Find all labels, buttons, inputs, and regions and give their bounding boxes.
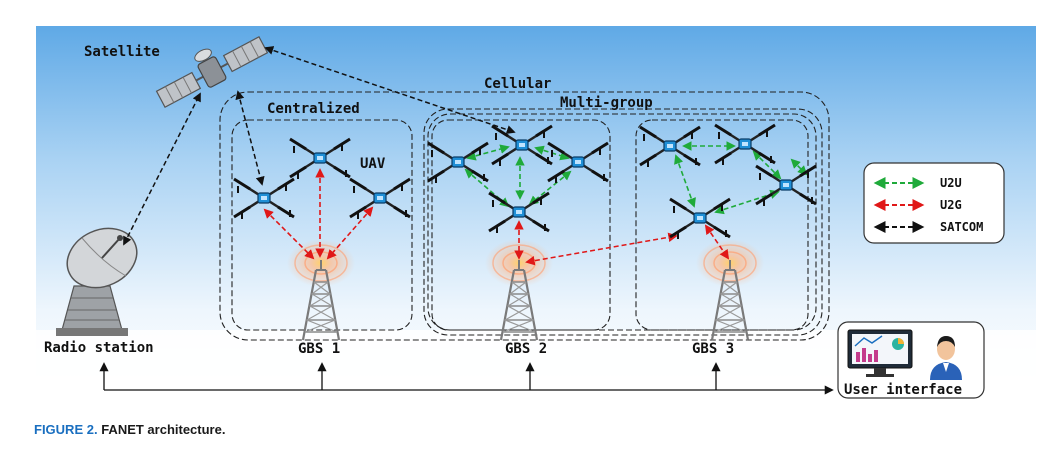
multi-group-label: Multi-group xyxy=(560,95,653,111)
user-interface-label: User interface xyxy=(844,382,962,398)
u2g-links xyxy=(263,168,730,266)
gbs2-label: GBS 2 xyxy=(505,341,547,357)
uav-label: UAV xyxy=(360,156,386,172)
gbs1-label: GBS 1 xyxy=(298,341,340,357)
radio-station-label: Radio station xyxy=(44,340,154,356)
user-avatar-icon xyxy=(930,336,962,380)
group3-box xyxy=(635,119,809,331)
figure-title: FANET architecture. xyxy=(101,422,226,437)
legend: U2U U2G SATCOM xyxy=(863,162,1005,244)
multi-group-box-outer xyxy=(423,108,823,336)
cellular-box xyxy=(219,91,830,341)
satcom-link-group2 xyxy=(264,46,516,134)
satellite-label: Satellite xyxy=(84,44,160,60)
group2-box xyxy=(431,119,611,331)
legend-u2u: U2U xyxy=(940,176,962,190)
figure-caption: FIGURE 2. FANET architecture. xyxy=(34,422,225,437)
radio-station-dish-icon xyxy=(56,227,138,336)
cellular-label: Cellular xyxy=(484,76,551,92)
ground-network-bus xyxy=(99,362,834,395)
user-interface-box: User interface xyxy=(837,321,985,399)
figure-number: FIGURE 2. xyxy=(34,422,98,437)
satcom-link-radio xyxy=(123,92,201,246)
legend-u2g: U2G xyxy=(940,198,962,212)
multi-group-box-inner xyxy=(427,113,817,331)
gbs3-label: GBS 3 xyxy=(692,341,734,357)
legend-satcom: SATCOM xyxy=(940,220,983,234)
centralized-label: Centralized xyxy=(267,101,360,117)
